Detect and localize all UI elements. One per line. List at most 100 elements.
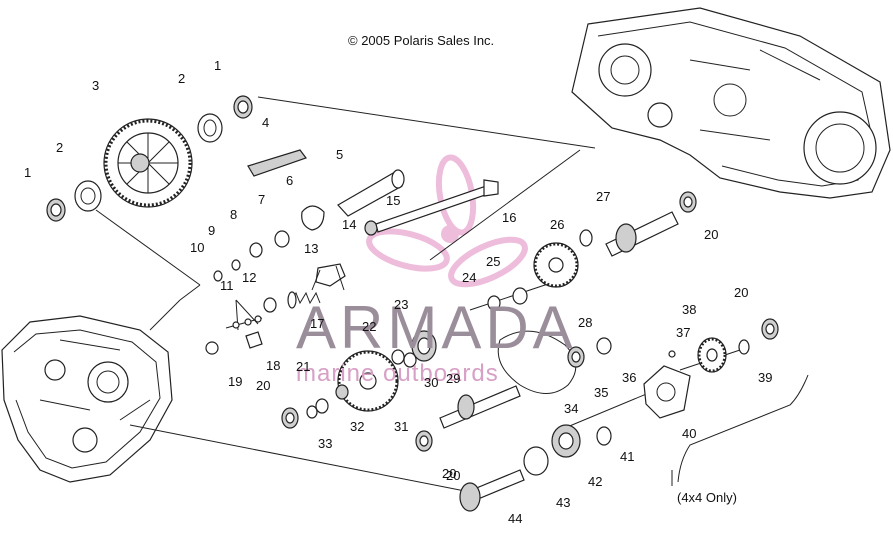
callout-label: 12 — [242, 270, 257, 285]
part-3-large-gear — [103, 118, 193, 208]
callout-label: 4 — [262, 115, 270, 130]
part-28-sprocket — [533, 242, 579, 288]
callout-label: 20 — [442, 466, 457, 481]
callout-label: 40 — [682, 426, 697, 441]
part-35-bearing — [567, 346, 585, 368]
part-31-gear — [337, 350, 399, 412]
watermark-tagline: marine outboards — [296, 360, 499, 387]
part-18-clip — [245, 331, 263, 349]
callout-label: 41 — [620, 449, 635, 464]
callout-label: 43 — [556, 495, 571, 510]
callout-label: 34 — [564, 401, 579, 416]
callout-label: 26 — [550, 217, 565, 232]
callout-label: 3 — [92, 78, 100, 93]
part-2-bearing-left — [74, 180, 102, 212]
part-37-pin — [668, 350, 676, 358]
callout-label: 8 — [230, 207, 238, 222]
callout-label: 37 — [676, 325, 691, 340]
part-4-shift-plate — [247, 149, 307, 177]
callout-label: 44 — [508, 511, 523, 526]
part-13-shift-fork — [311, 263, 346, 291]
callout-label: 42 — [588, 474, 603, 489]
part-10-nut — [213, 270, 223, 282]
callout-label: 1 — [214, 58, 222, 73]
callout-label: 23 — [394, 297, 409, 312]
callout-label: 21 — [296, 359, 311, 374]
part-6-cam — [301, 205, 325, 231]
part-24-washer — [487, 295, 501, 311]
callout-label: 39 — [758, 370, 773, 385]
part-20-bearing-c — [679, 191, 697, 213]
part-16-fitting — [483, 179, 499, 197]
callout-label: 11 — [220, 278, 234, 293]
callout-label: 2 — [56, 140, 64, 155]
callout-label: 9 — [208, 223, 216, 238]
callout-label: 25 — [486, 254, 501, 269]
callout-label: 38 — [682, 302, 697, 317]
part-41-washer — [596, 426, 612, 446]
part-23-gear — [411, 330, 437, 362]
copyright-notice: © 2005 Polaris Sales Inc. — [348, 33, 495, 48]
callout-label: 20 — [446, 468, 461, 483]
part-40-cover-plate — [643, 365, 691, 419]
part-2-bearing-top — [197, 113, 223, 143]
part-26-washer — [579, 229, 593, 247]
part-19-clip — [205, 341, 219, 355]
note-4x4-only: (4x4 Only) — [677, 490, 737, 505]
callout-label: 28 — [578, 315, 593, 330]
part-25-washer — [512, 287, 528, 305]
part-34-chain — [497, 330, 577, 394]
callout-label: 1 — [24, 165, 32, 180]
callout-label: 33 — [318, 436, 333, 451]
part-12-ring — [263, 297, 277, 313]
callout-label: 2 — [178, 71, 186, 86]
callout-label: 20 — [734, 285, 749, 300]
part-1-seal-left — [46, 198, 66, 222]
part-32-bearing — [335, 384, 349, 400]
callout-label: 7 — [258, 192, 266, 207]
part-36-washer — [596, 337, 612, 355]
part-33-washer — [306, 405, 318, 419]
callout-label: 5 — [336, 147, 344, 162]
part-8-washer — [249, 242, 263, 258]
transmission-case-left — [1, 315, 173, 483]
callout-label: 6 — [286, 173, 294, 188]
callout-label: 29 — [446, 371, 461, 386]
part-29-shaft — [439, 385, 521, 429]
callout-label: 17 — [310, 316, 325, 331]
callout-label: 10 — [190, 240, 205, 255]
transmission-case-right — [571, 7, 891, 199]
callout-label: 14 — [342, 217, 357, 232]
part-5-shift-drum — [337, 169, 405, 217]
callout-label: 30 — [424, 375, 439, 390]
callout-label: 22 — [362, 319, 377, 334]
part-1-seal-top — [233, 95, 253, 119]
part-30-gear — [403, 352, 417, 368]
callout-label: 32 — [350, 419, 365, 434]
callout-label: 36 — [622, 370, 637, 385]
callout-label: 15 — [386, 193, 401, 208]
part-17-spring — [287, 291, 321, 309]
part-39-washer — [738, 339, 750, 355]
part-38-gear — [697, 337, 727, 373]
watermark-brand: ARMADA — [296, 294, 577, 361]
callout-label: 16 — [502, 210, 517, 225]
callout-label: 35 — [594, 385, 609, 400]
part-9-washer — [231, 259, 241, 271]
part-42-bearing — [551, 424, 581, 458]
watermark-propeller-logo — [366, 154, 528, 288]
part-14-bearing — [364, 220, 378, 236]
callout-label: 24 — [462, 270, 477, 285]
callout-label: 13 — [304, 241, 319, 256]
part-7-bushing — [274, 230, 290, 248]
part-44-pinion — [459, 469, 525, 512]
callout-label: 31 — [394, 419, 409, 434]
part-20-bearing-b — [415, 430, 433, 452]
callout-label: 18 — [266, 358, 281, 373]
part-20-bearing-a — [281, 407, 299, 429]
part-27-output-shaft — [605, 211, 679, 257]
callout-label: 20 — [256, 378, 271, 393]
part-20-bearing-d — [761, 318, 779, 340]
